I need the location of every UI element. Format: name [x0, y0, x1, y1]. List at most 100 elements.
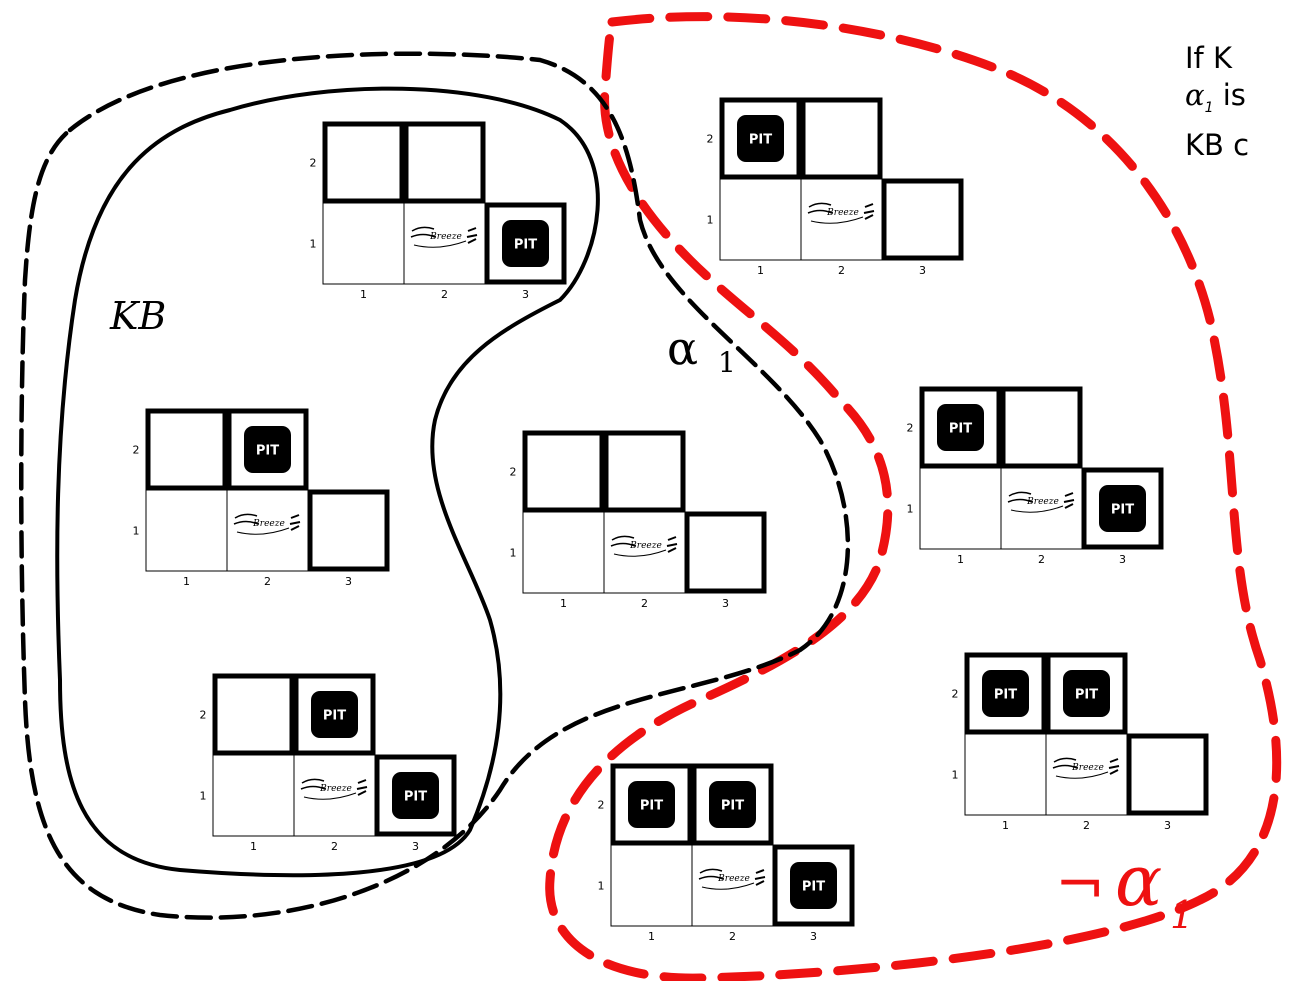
grid-cell-thick [1081, 467, 1164, 550]
axis-y-label: 2 [510, 466, 517, 479]
axis-y-label: 2 [952, 688, 959, 701]
breeze-label: Breeze [629, 541, 662, 551]
grid-cell-thick [322, 121, 405, 204]
axis-x-label: 1 [648, 930, 655, 943]
grid-cell [1000, 467, 1083, 550]
axis-x-label: 1 [183, 575, 190, 588]
grid-cell [212, 754, 295, 837]
pit-label: PIT [514, 238, 537, 253]
axis-x-label: 2 [1083, 819, 1090, 832]
caption-alpha-sub: 1 [1204, 99, 1214, 116]
pit-icon [244, 426, 291, 473]
axis-x-label: 3 [1119, 553, 1126, 566]
grid-cell [719, 178, 802, 261]
axis-y-label: 1 [200, 790, 207, 803]
axis-x-label: 1 [250, 840, 257, 853]
grid-cell-thick [522, 430, 605, 513]
pit-label: PIT [949, 422, 972, 437]
grid-cell-thick [307, 489, 390, 572]
grid-cell-thick [145, 408, 228, 491]
breeze-icon: Breeze [807, 202, 875, 224]
pit-label: PIT [802, 880, 825, 895]
caption-line-2: is [1213, 78, 1246, 112]
breeze-icon: Breeze [610, 535, 678, 557]
breeze-icon: Breeze [1052, 757, 1120, 779]
alpha-label-sub: 1 [718, 346, 736, 379]
grid-cell [919, 467, 1002, 550]
axis-x-label: 3 [919, 264, 926, 277]
axis-x-label: 2 [641, 597, 648, 610]
grid-cell [964, 733, 1047, 816]
pit-icon [1063, 670, 1110, 717]
pit-icon [311, 691, 358, 738]
pit-label: PIT [1111, 503, 1134, 518]
grid-cell [522, 511, 605, 594]
axis-y-label: 2 [133, 444, 140, 457]
grid-cell-thick [881, 178, 964, 261]
pit-icon [937, 404, 984, 451]
axis-x-label: 1 [560, 597, 567, 610]
axis-x-label: 3 [722, 597, 729, 610]
axis-x-label: 1 [957, 553, 964, 566]
breeze-label: Breeze [826, 208, 859, 218]
axis-x-label: 1 [360, 288, 367, 301]
breeze-label: Breeze [717, 874, 750, 884]
not-alpha-neg: ¬ [1055, 850, 1105, 920]
grid-cell-thick [603, 430, 686, 513]
alpha-region [19, 51, 851, 920]
axis-y-label: 1 [510, 547, 517, 560]
axis-x-label: 3 [810, 930, 817, 943]
caption-text: If K α1 is KB c [1185, 40, 1249, 164]
pit-icon [790, 862, 837, 909]
grid-cell-thick [374, 754, 457, 837]
axis-x-label: 3 [1164, 819, 1171, 832]
axis-x-label: 2 [264, 575, 271, 588]
pit-icon [737, 115, 784, 162]
pit-icon [982, 670, 1029, 717]
grid-cell [603, 511, 686, 594]
breeze-icon: Breeze [300, 778, 368, 800]
grid-cell-thick [1000, 386, 1083, 469]
grid-cell [691, 844, 774, 927]
breeze-icon: Breeze [1007, 491, 1075, 513]
axis-x-label: 1 [757, 264, 764, 277]
caption-line-3: KB c [1185, 127, 1250, 162]
axis-x-label: 1 [1002, 819, 1009, 832]
axis-y-label: 1 [310, 238, 317, 251]
pit-icon [1099, 485, 1146, 532]
axis-x-label: 3 [412, 840, 419, 853]
grid-cell-thick [212, 673, 295, 756]
breeze-label: Breeze [1026, 497, 1059, 507]
axis-x-label: 2 [838, 264, 845, 277]
breeze-icon: Breeze [233, 513, 301, 535]
breeze-icon: Breeze [410, 226, 478, 248]
axis-x-label: 2 [441, 288, 448, 301]
axis-y-label: 1 [598, 880, 605, 893]
not-alpha-label: ¬ α 1 [1055, 840, 1194, 937]
pit-icon [628, 781, 675, 828]
axis-y-label: 1 [707, 214, 714, 227]
pit-icon [709, 781, 756, 828]
pit-label: PIT [323, 709, 346, 724]
pit-label: PIT [256, 444, 279, 459]
grid-cell [610, 844, 693, 927]
not-alpha-region [545, 12, 1282, 981]
alpha-label: α 1 [667, 321, 736, 379]
pit-label: PIT [749, 133, 772, 148]
grid-cell [800, 178, 883, 261]
grid-cell-thick [1126, 733, 1209, 816]
axis-y-label: 1 [952, 769, 959, 782]
kb-region [55, 86, 600, 878]
axis-x-label: 3 [345, 575, 352, 588]
breeze-label: Breeze [429, 232, 462, 242]
pit-icon [502, 220, 549, 267]
pit-label: PIT [640, 799, 663, 814]
model-alpha-only: Breeze 1 2 3 1 2 [510, 430, 767, 610]
